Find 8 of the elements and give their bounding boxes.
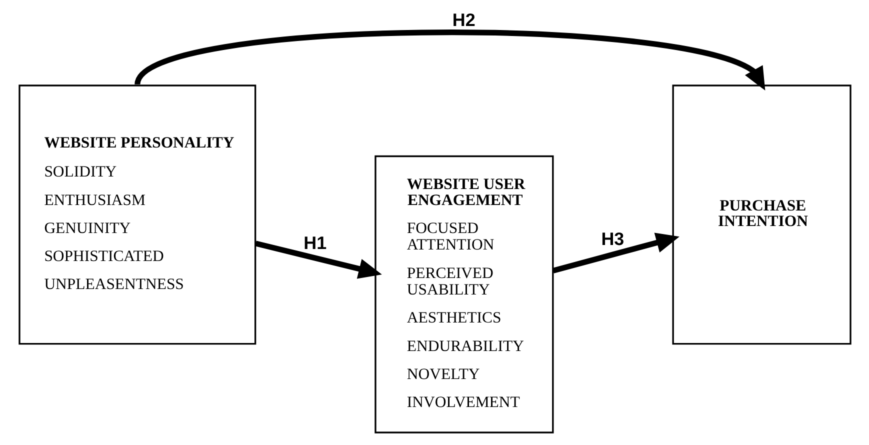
edge-label: H3 — [600, 228, 624, 249]
node-box: PURCHASE INTENTION — [672, 84, 851, 345]
edge-label: H2 — [452, 10, 475, 30]
arrow — [552, 232, 679, 274]
edge-label: H1 — [303, 233, 326, 254]
node-box: WEBSITE USER ENGAGEMENT FOCUSED ATTENTION PERCEIVED USABILITY AESTHETICS ENDURABILITY NOVELTY INVOLVEMENT — [374, 155, 554, 434]
node-box: WEBSITE PERSONALITY SOLIDITY ENTHUSIASM GENUINITY SOPHISTICATED UNPLEASENTNESS — [18, 84, 256, 345]
arrow — [254, 240, 382, 279]
